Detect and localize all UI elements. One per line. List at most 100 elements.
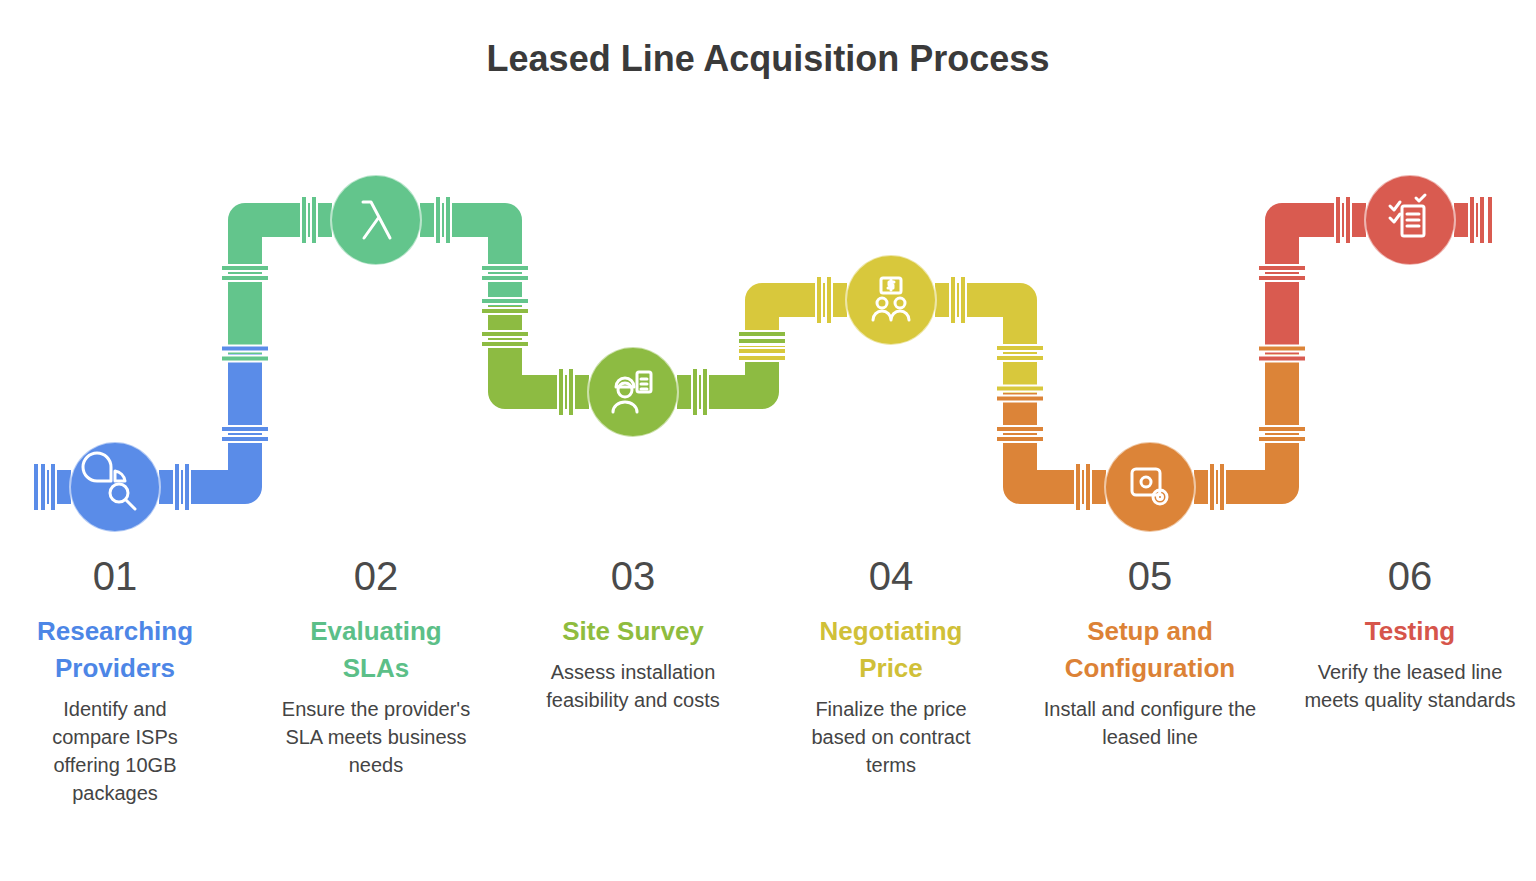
pipe-joint-ring (221, 346, 269, 352)
pipe-joint-ring (996, 426, 1044, 432)
pipe-connector (420, 220, 589, 392)
step-circle-fill (588, 347, 678, 437)
pipe-joint-ring (1258, 346, 1306, 352)
pipe-joint-ring (826, 276, 832, 324)
pipe-joint-ring (996, 386, 1044, 392)
step-icon (363, 202, 390, 238)
pipe-joint-ring (1469, 196, 1475, 244)
step-circle: 05Setup and ConfigurationInstall and con… (1104, 441, 1196, 533)
pipe-joint-ring (481, 298, 529, 304)
pipe-joint-ring (481, 275, 529, 281)
pipe-joint-ring (481, 265, 529, 271)
pipe-joint-ring (301, 196, 307, 244)
diagram-title: Leased Line Acquisition Process (0, 38, 1536, 80)
step-icon (613, 372, 651, 412)
step-text-column: 06TestingVerify the leased line meets qu… (1290, 553, 1530, 714)
step-heading: Testing (1310, 613, 1510, 650)
pipe-joint-ring (1335, 196, 1341, 244)
step-circle-fill (331, 175, 421, 265)
step-icon (1132, 469, 1167, 504)
step-description: Install and configure the leased line (1038, 695, 1263, 751)
pipe-joint-ring (435, 196, 441, 244)
pipe-joint-ring (221, 426, 269, 432)
pipe-joint-ring (816, 276, 822, 324)
pipe-connector (1194, 220, 1366, 487)
pipe-joint-ring (1258, 356, 1306, 362)
step-circle-shape (587, 346, 679, 438)
pipe-joint-ring (996, 396, 1044, 402)
pipe-joint-ring (738, 338, 786, 344)
pipe-joint-ring (221, 265, 269, 271)
pipe-joint-ring (738, 355, 786, 361)
pipe-joint-ring (1258, 426, 1306, 432)
pipe-joint-ring (1258, 436, 1306, 442)
pipe-joint-ring (481, 341, 529, 347)
step-description: Assess installation feasibility and cost… (523, 658, 743, 714)
step-circle-fill (846, 255, 936, 345)
step-text-column: 02Evaluating SLAsEnsure the provider's S… (256, 553, 496, 779)
step-circle-shape (1104, 441, 1196, 533)
step-circle-shape (69, 441, 161, 533)
pipe-joint-ring (568, 368, 574, 416)
step-circle-shape (1364, 174, 1456, 266)
pipe-joint-ring (996, 355, 1044, 361)
pipe-joint-ring (1085, 463, 1091, 511)
step-number: 03 (513, 553, 753, 599)
pipe-joint-ring (996, 345, 1044, 351)
step-heading: Site Survey (533, 613, 733, 650)
pipe-joint-ring (950, 276, 956, 324)
step-number: 01 (0, 553, 235, 599)
step-circle: 06TestingVerify the leased line meets qu… (1364, 174, 1456, 266)
pipe-joint-ring (1258, 265, 1306, 271)
pipe-joint-ring (311, 196, 317, 244)
step-description: Verify the leased line meets quality sta… (1298, 658, 1523, 714)
step-number: 06 (1290, 553, 1530, 599)
step-description: Identify and compare ISPs offering 10GB … (35, 695, 195, 807)
pipe-joint-ring (1209, 463, 1215, 511)
pipe-joint-ring (33, 463, 39, 511)
step-circle-shape (845, 254, 937, 346)
pipe-joint-ring (996, 436, 1044, 442)
step-circle: 03Site SurveyAssess installation feasibi… (587, 346, 679, 438)
pipe-joint-ring (445, 196, 451, 244)
step-circle-fill (1105, 442, 1195, 532)
step-heading: Evaluating SLAs (276, 613, 476, 687)
pipe-joint-ring (184, 463, 190, 511)
pipe-connector (159, 220, 332, 487)
step-circle-shape (330, 174, 422, 266)
pipe-joint-ring (481, 308, 529, 314)
step-description: Finalize the price based on contract ter… (791, 695, 991, 779)
pipe-joint-ring (1075, 463, 1081, 511)
pipe-joint-ring (221, 356, 269, 362)
pipe-joint-ring (50, 463, 56, 511)
pipe-joint-ring (481, 331, 529, 337)
step-heading: Researching Providers (15, 613, 215, 687)
step-circle: 02Evaluating SLAsEnsure the provider's S… (330, 174, 422, 266)
pipe-joint-ring (960, 276, 966, 324)
pipe-connector (935, 300, 1106, 487)
step-number: 04 (771, 553, 1011, 599)
step-circle: 04Negotiating PriceFinalize the price ba… (845, 254, 937, 346)
pipe-joint-ring (1258, 275, 1306, 281)
pipe-joint-ring (738, 348, 786, 354)
pipe-joint-ring (1479, 196, 1485, 244)
pipe-joint-ring (221, 436, 269, 442)
step-number: 05 (1030, 553, 1270, 599)
step-text-column: 03Site SurveyAssess installation feasibi… (513, 553, 753, 714)
pipe-joint-ring (40, 463, 46, 511)
step-heading: Negotiating Price (791, 613, 991, 687)
pipe-joint-ring (221, 275, 269, 281)
pipe-joint-ring (692, 368, 698, 416)
pipe-joint-ring (702, 368, 708, 416)
pipe-joint-ring (174, 463, 180, 511)
step-icon (873, 278, 909, 320)
pipe-joint-ring (558, 368, 564, 416)
step-icon (1390, 195, 1425, 236)
step-heading: Setup and Configuration (1050, 613, 1250, 687)
step-text-column: 01Researching ProvidersIdentify and comp… (0, 553, 235, 807)
step-icon (83, 453, 135, 509)
pipe-joint-ring (1219, 463, 1225, 511)
step-number: 02 (256, 553, 496, 599)
